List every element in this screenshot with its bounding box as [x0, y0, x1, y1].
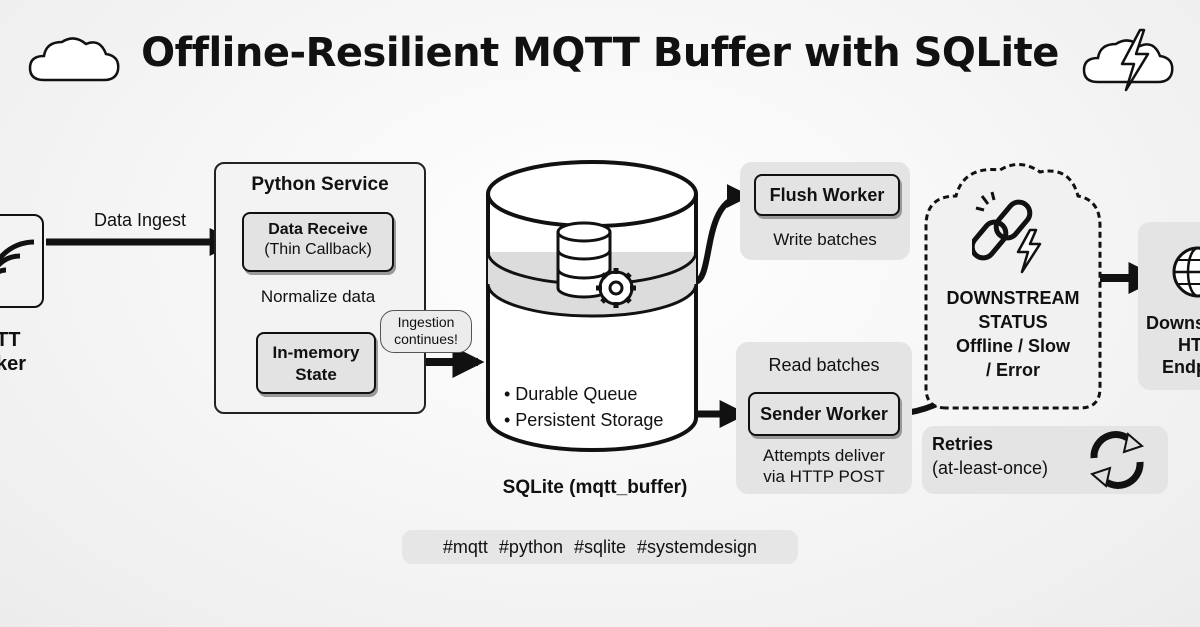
data-receive-title: Data Receive	[268, 221, 368, 238]
retries-subtitle: (at-least-once)	[932, 458, 1049, 478]
in-memory-line1: In-memory	[272, 343, 360, 362]
data-receive-subtitle: (Thin Callback)	[264, 241, 372, 258]
python-service-title: Python Service	[251, 174, 389, 195]
storm-cloud-icon	[1082, 28, 1174, 92]
globe-icon	[1172, 246, 1200, 298]
sqlite-bullet-durable: • Durable Queue	[504, 384, 638, 404]
sqlite-caption: SQLite (mqtt_buffer)	[502, 477, 688, 498]
flush-worker-title: Flush Worker	[769, 185, 885, 205]
endpoint-line1: Downs	[1146, 313, 1200, 333]
refresh-cycle-icon	[1090, 431, 1144, 489]
flush-worker-box: Flush Worker	[754, 174, 900, 216]
downstream-status-line1: DOWNSTREAM	[946, 288, 1080, 308]
endpoint-line3: Endp	[1162, 357, 1200, 377]
retries-title: Retries	[932, 434, 994, 454]
sender-worker-top-caption: Read batches	[768, 355, 880, 375]
broker-label-line1: TT	[0, 329, 21, 351]
in-memory-state-box: In-memory State	[256, 332, 376, 394]
wifi-signal-icon	[0, 239, 35, 274]
sqlite-bullet-persistent: • Persistent Storage	[504, 410, 664, 430]
endpoint-line2: HT	[1178, 335, 1200, 355]
mqtt-broker-box	[0, 214, 44, 308]
hashtag-bar: #mqtt #python #sqlite #systemdesign	[402, 530, 798, 564]
broker-label-line2: ker	[0, 353, 27, 375]
data-receive-box: Data Receive (Thin Callback)	[242, 212, 394, 272]
ingestion-continues-badge: Ingestion continues!	[380, 310, 472, 353]
flush-worker-caption: Write batches	[773, 230, 877, 249]
cloud-icon	[28, 37, 120, 82]
ingestion-badge-line2: continues!	[394, 331, 458, 347]
sender-worker-caption-2: via HTTP POST	[763, 467, 885, 486]
broken-link-icon	[972, 191, 1042, 274]
sender-worker-title: Sender Worker	[760, 404, 888, 424]
sqlite-to-flush-arrow	[693, 184, 751, 285]
sender-worker-box: Sender Worker	[748, 392, 900, 436]
in-memory-line2: State	[295, 365, 337, 384]
data-ingest-label: Data Ingest	[93, 210, 187, 230]
ingestion-badge-line1: Ingestion	[397, 314, 455, 330]
sender-worker-caption-1: Attempts deliver	[763, 446, 885, 465]
downstream-status-cloud	[924, 163, 1102, 410]
normalize-label: Normalize data	[260, 287, 376, 306]
page-title: Offline-Resilient MQTT Buffer with SQLit…	[141, 30, 1059, 76]
downstream-status-line4: / Error	[985, 360, 1041, 380]
downstream-status-line3: Offline / Slow	[955, 336, 1070, 356]
downstream-status-line2: STATUS	[978, 312, 1048, 332]
database-gear-icon	[556, 221, 636, 308]
